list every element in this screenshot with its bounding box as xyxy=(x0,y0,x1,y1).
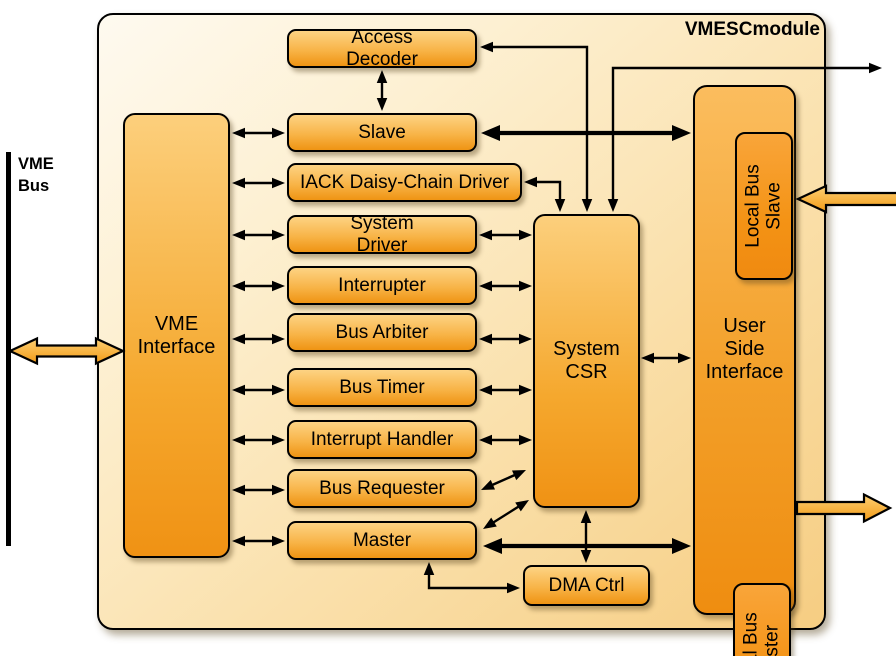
block-bus-requester-label: Bus Requester xyxy=(319,477,445,499)
block-interrupt-handler-label: Interrupt Handler xyxy=(310,428,454,450)
block-iack-label: IACK Daisy-Chain Driver xyxy=(299,171,510,193)
block-vme-interface: VME Interface xyxy=(123,113,230,558)
block-local-bus-master: Local Bus Master xyxy=(733,583,791,656)
block-system-driver-label: System Driver xyxy=(350,212,414,256)
block-bus-requester: Bus Requester xyxy=(287,469,477,508)
vme-bus-line xyxy=(6,152,11,546)
block-slave: Slave xyxy=(287,113,477,152)
block-system-driver: System Driver xyxy=(287,212,477,256)
block-system-csr-label: System CSR xyxy=(553,338,620,383)
block-master-label: Master xyxy=(352,529,412,551)
block-local-bus-master-label: Local Bus Master xyxy=(740,612,783,656)
vme-bus-label: VME Bus xyxy=(18,155,54,196)
block-bus-arbiter: Bus Arbiter xyxy=(287,313,477,352)
block-access-decoder: Access Decoder xyxy=(287,26,477,70)
block-user-side-interface-label-wrap: User Side Interface xyxy=(693,315,796,384)
block-bus-arbiter-label: Bus Arbiter xyxy=(335,321,429,343)
block-vme-interface-label: VME Interface xyxy=(137,312,216,358)
block-master: Master xyxy=(287,521,477,560)
block-access-decoder-label: Access Decoder xyxy=(346,26,418,70)
block-local-bus-slave-label: Local Bus Slave xyxy=(742,164,785,248)
block-dma-ctrl-label: DMA Ctrl xyxy=(548,574,625,596)
block-iack-daisy-chain-driver: IACK Daisy-Chain Driver xyxy=(287,163,522,202)
block-user-side-interface-label: User Side Interface xyxy=(705,315,784,383)
block-bus-timer-label: Bus Timer xyxy=(339,376,425,398)
block-dma-ctrl: DMA Ctrl xyxy=(523,565,650,606)
block-interrupter: Interrupter xyxy=(287,266,477,305)
block-system-csr: System CSR xyxy=(533,214,640,508)
block-slave-label: Slave xyxy=(358,121,406,143)
module-title: VMESCmodule xyxy=(684,19,820,40)
block-interrupter-label: Interrupter xyxy=(338,274,426,296)
block-bus-timer: Bus Timer xyxy=(287,368,477,407)
block-interrupt-handler: Interrupt Handler xyxy=(287,420,477,459)
block-local-bus-slave: Local Bus Slave xyxy=(735,132,793,280)
